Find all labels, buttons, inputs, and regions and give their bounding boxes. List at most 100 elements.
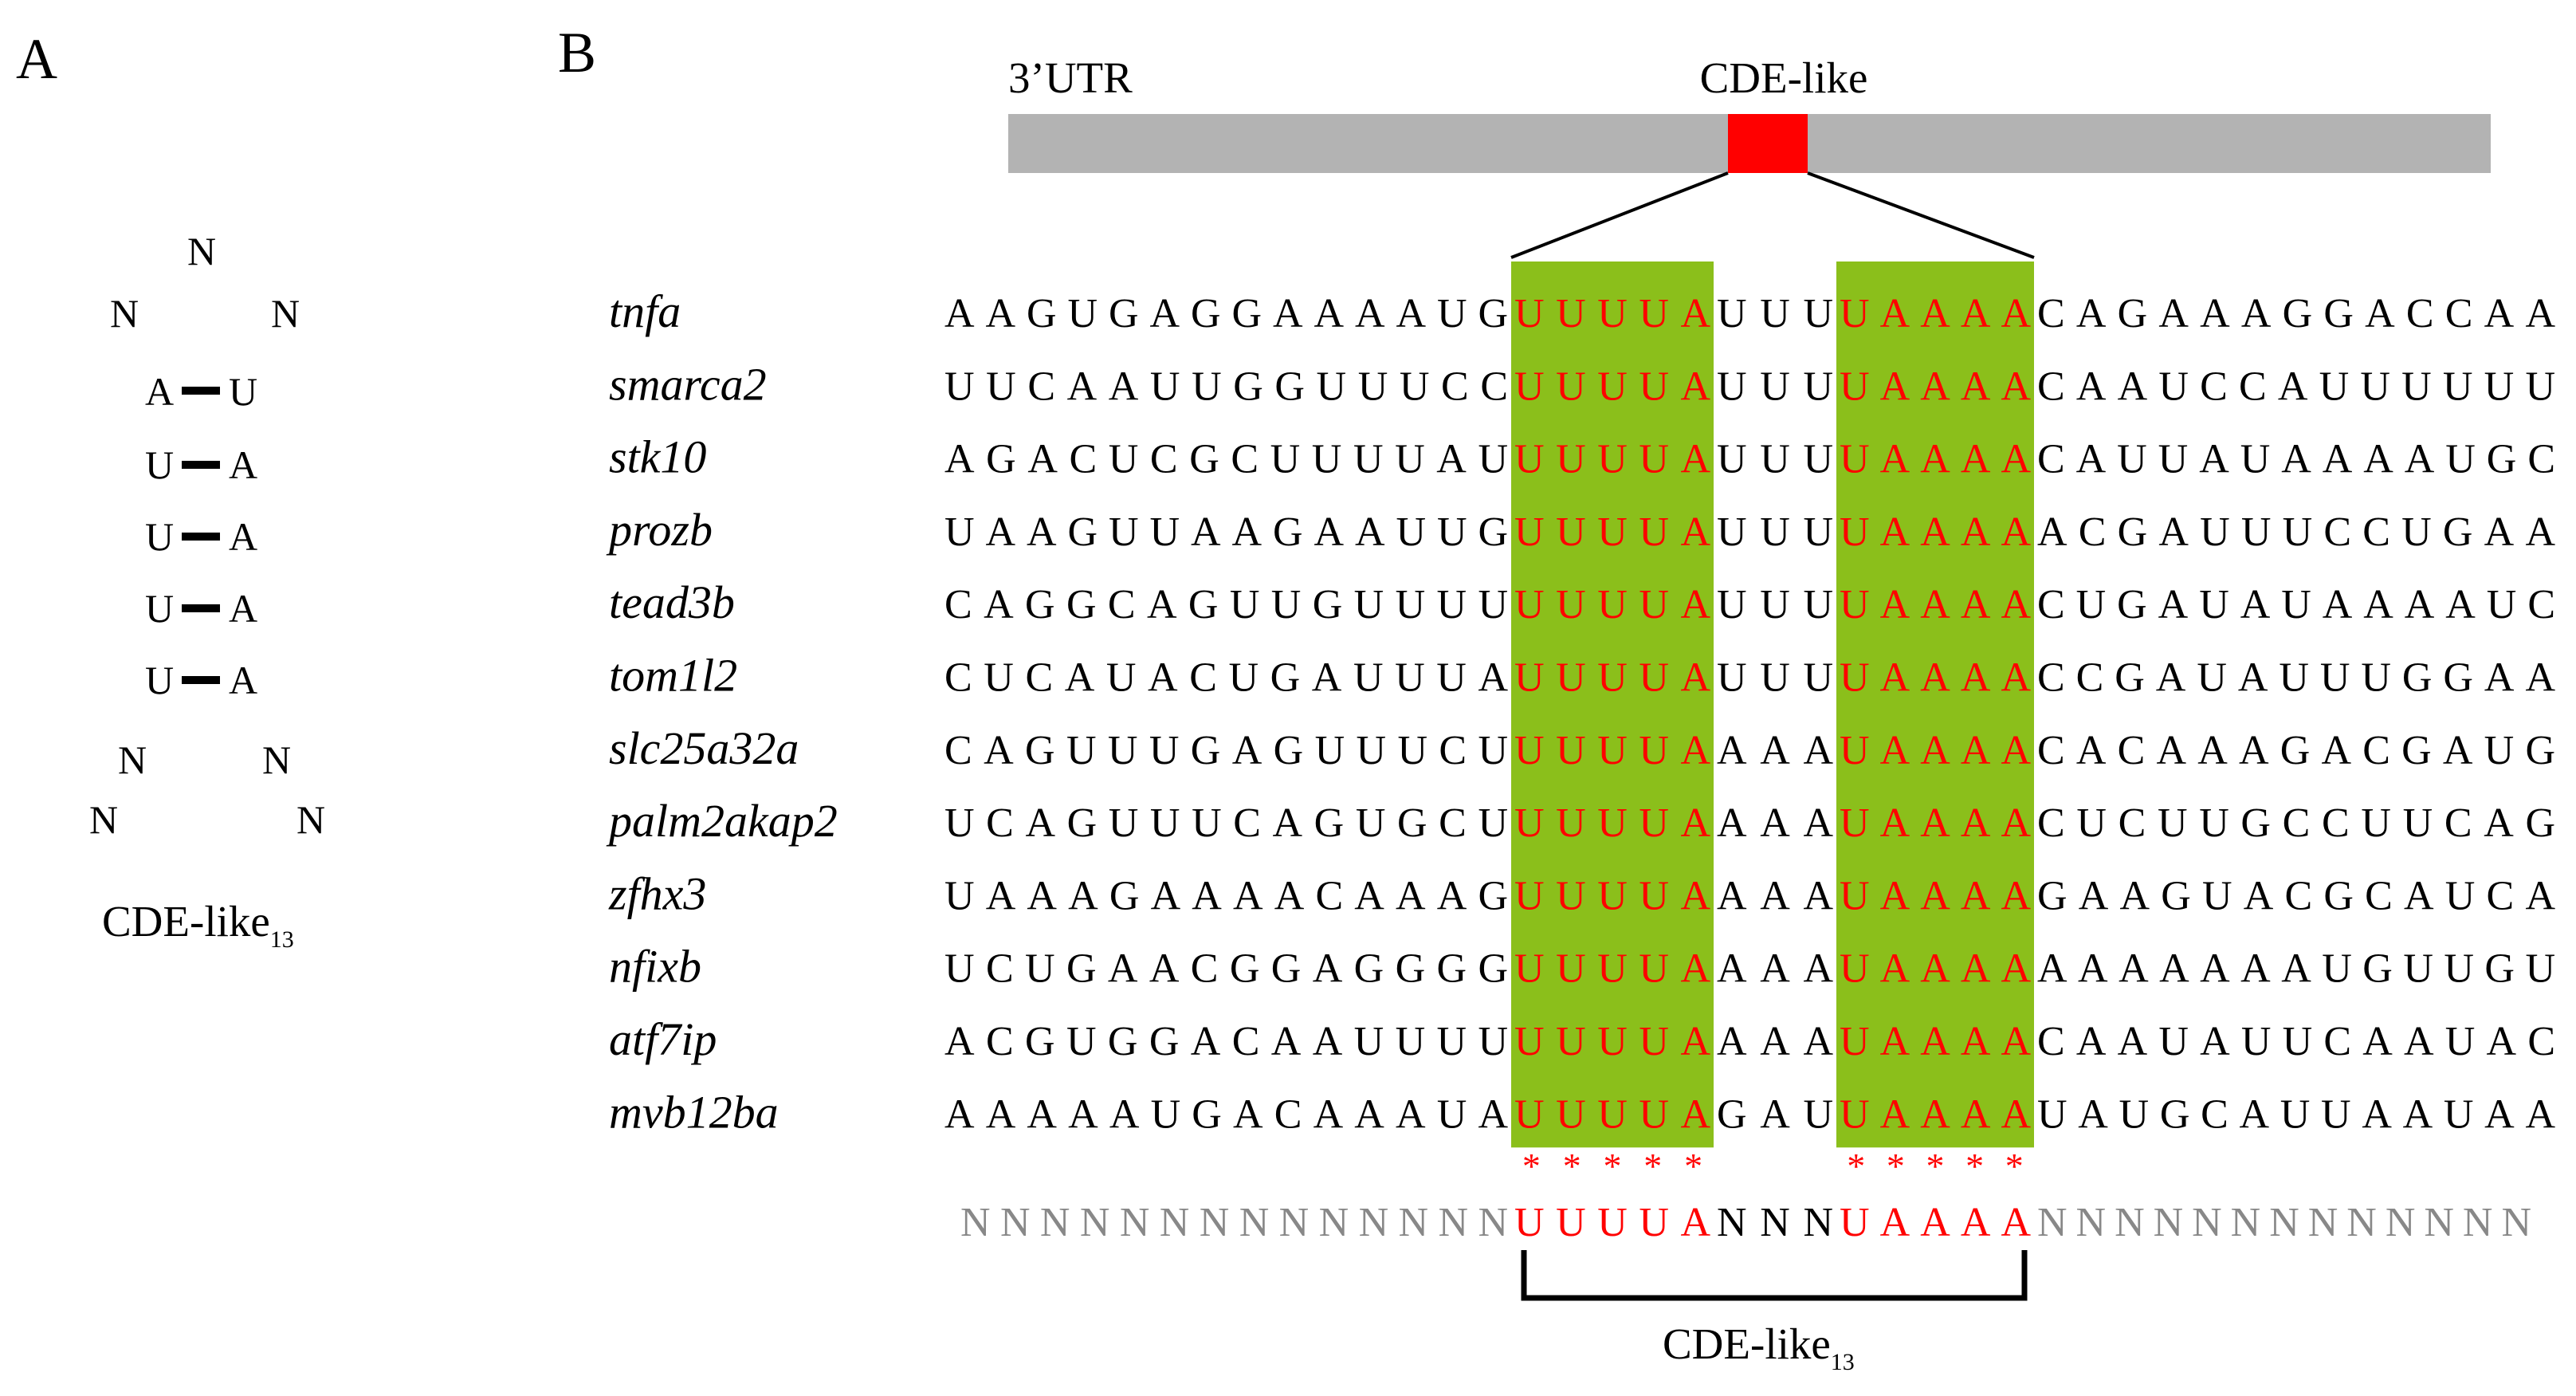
sequence-spacer: AAA — [1717, 728, 1833, 773]
sequence-motif-2: UAAAA — [1840, 582, 2031, 627]
motif-1-highlight — [1511, 262, 1714, 1148]
conservation-asterisk: * — [1684, 1146, 1702, 1186]
panel-a-caption-main: CDE-like — [102, 897, 270, 946]
conservation-asterisk: * — [1563, 1146, 1581, 1186]
sequence-motif-2: UAAAA — [1840, 655, 2031, 701]
sequence-motif-1: UUUUA — [1514, 800, 1710, 846]
sequence-spacer: AAA — [1717, 800, 1833, 846]
sequence-left-flank: UCAGUUUCAGUGCU — [944, 800, 1508, 846]
gene-name: palm2akap2 — [606, 795, 838, 847]
base-pair-bond-1 — [182, 387, 220, 395]
conservation-asterisk: * — [1965, 1146, 1984, 1186]
gene-name: smarca2 — [609, 358, 767, 410]
sequence-motif-1: UUUUA — [1514, 1091, 1710, 1137]
sequence-spacer: UUU — [1717, 655, 1833, 701]
consensus-motif-2: UAAAA — [1840, 1200, 2031, 1245]
conservation-asterisk: * — [1643, 1146, 1662, 1186]
sequence-spacer: UUU — [1717, 291, 1833, 336]
conservation-asterisk: * — [1847, 1146, 1865, 1186]
consensus-right-flank: NNNNNNNNNNNNN — [2037, 1200, 2531, 1245]
sequence-left-flank: AAAAAUGACAAAUA — [944, 1091, 1508, 1137]
sequence-left-flank: UAAGUUAAGAAUUG — [944, 509, 1508, 555]
gene-name: zfhx3 — [608, 867, 706, 919]
panel-b-caption: CDE-like13 — [1663, 1319, 1855, 1374]
sequence-motif-2: UAAAA — [1840, 509, 2031, 555]
sequence-motif-1: UUUUA — [1514, 728, 1710, 773]
conservation-asterisk: * — [2005, 1146, 2024, 1186]
sequence-right-flank: AAAAAAAUGUUGU — [2037, 946, 2555, 992]
sequence-spacer: AAA — [1717, 946, 1833, 992]
cde-like-box — [1728, 114, 1808, 173]
sequence-left-flank: UAAAGAAAACAAAG — [944, 873, 1508, 918]
consensus-spacer: NNN — [1717, 1200, 1833, 1245]
gene-name: stk10 — [609, 431, 706, 483]
sequence-motif-1: UUUUA — [1514, 1019, 1710, 1064]
panel-a-caption-subscript: 13 — [269, 926, 294, 953]
panel-b-label: B — [558, 21, 597, 85]
sequence-motif-2: UAAAA — [1840, 1019, 2031, 1064]
consensus-left-flank: NNNNNNNNNNNNNN — [960, 1200, 1508, 1245]
sequence-left-flank: AAGUGAGGAAAAUG — [944, 291, 1508, 336]
sequence-right-flank: CUGAUAUAAAAUC — [2037, 582, 2555, 627]
base-pair-bond-5 — [182, 676, 220, 684]
tail-upper-right: N — [261, 737, 292, 782]
sequence-motif-2: UAAAA — [1840, 873, 2031, 918]
loop-nucleotide-top: N — [187, 229, 217, 273]
motif-2-highlight — [1836, 262, 2034, 1148]
sequence-motif-2: UAAAA — [1840, 946, 2031, 992]
tail-lower-right: N — [296, 797, 326, 842]
sequence-motif-1: UUUUA — [1514, 655, 1710, 701]
motif-bracket — [1521, 1250, 2028, 1301]
gene-name: slc25a32a — [609, 722, 799, 774]
gene-name: mvb12ba — [609, 1086, 779, 1138]
sequence-right-flank: CAAUAUUCAAUAC — [2037, 1019, 2555, 1064]
panel-b-caption-main: CDE-like — [1663, 1319, 1831, 1368]
stem-left-3: U — [144, 514, 175, 559]
panel-a-label: A — [16, 27, 57, 91]
sequence-right-flank: CACAAAGACGAUG — [2037, 728, 2555, 773]
sequence-spacer: GAU — [1717, 1091, 1833, 1137]
stem-right-3: A — [228, 514, 258, 559]
sequence-spacer: AAA — [1717, 1019, 1833, 1064]
sequence-motif-1: UUUUA — [1514, 291, 1710, 336]
stem-right-5: A — [228, 658, 258, 702]
sequence-right-flank: UAUGCAUUAAUAA — [2037, 1091, 2555, 1137]
sequence-left-flank: UUCAAUUGGUUUCC — [944, 364, 1508, 409]
sequence-motif-1: UUUUA — [1514, 873, 1710, 918]
stem-left-5: U — [144, 658, 175, 702]
conservation-asterisk: * — [1887, 1146, 1905, 1186]
sequence-left-flank: UCUGAACGGAGGGG — [944, 946, 1508, 992]
conservation-asterisk: * — [1604, 1146, 1622, 1186]
sequence-right-flank: GAAGUACGCAUCA — [2037, 873, 2555, 918]
conservation-asterisk: * — [1926, 1146, 1945, 1186]
sequence-spacer: UUU — [1717, 582, 1833, 627]
sequence-spacer: UUU — [1717, 509, 1833, 555]
sequence-motif-2: UAAAA — [1840, 800, 2031, 846]
sequence-motif-1: UUUUA — [1514, 946, 1710, 992]
zoom-line-right — [1807, 171, 2035, 259]
panel-b-caption-subscript: 13 — [1830, 1349, 1855, 1375]
sequence-motif-2: UAAAA — [1840, 364, 2031, 409]
stem-right-4: A — [228, 586, 258, 631]
sequence-spacer: UUU — [1717, 437, 1833, 482]
sequence-right-flank: CUCUUGCCUUCAG — [2037, 800, 2555, 846]
sequence-spacer: UUU — [1717, 364, 1833, 409]
stem-left-4: U — [144, 586, 175, 631]
sequence-left-flank: ACGUGGACAAUUUU — [944, 1019, 1508, 1064]
sequence-left-flank: CAGUUUGAGUUUCU — [944, 728, 1508, 773]
motif-label: CDE-like — [1700, 53, 1868, 102]
sequence-left-flank: AGACUCGCUUUUAU — [944, 437, 1508, 482]
tail-lower-left: N — [88, 797, 119, 842]
sequence-right-flank: CCGAUAUUUGGAA — [2037, 655, 2555, 701]
sequence-spacer: AAA — [1717, 873, 1833, 918]
gene-name: atf7ip — [609, 1013, 717, 1065]
sequence-right-flank: CAUUAUAAAAUGC — [2037, 437, 2555, 482]
sequence-motif-1: UUUUA — [1514, 364, 1710, 409]
sequence-motif-2: UAAAA — [1840, 1091, 2031, 1137]
base-pair-bond-3 — [182, 533, 220, 541]
sequence-left-flank: CUCAUACUGAUUUA — [944, 655, 1508, 701]
base-pair-bond-4 — [182, 604, 220, 612]
stem-right-2: A — [228, 442, 258, 487]
